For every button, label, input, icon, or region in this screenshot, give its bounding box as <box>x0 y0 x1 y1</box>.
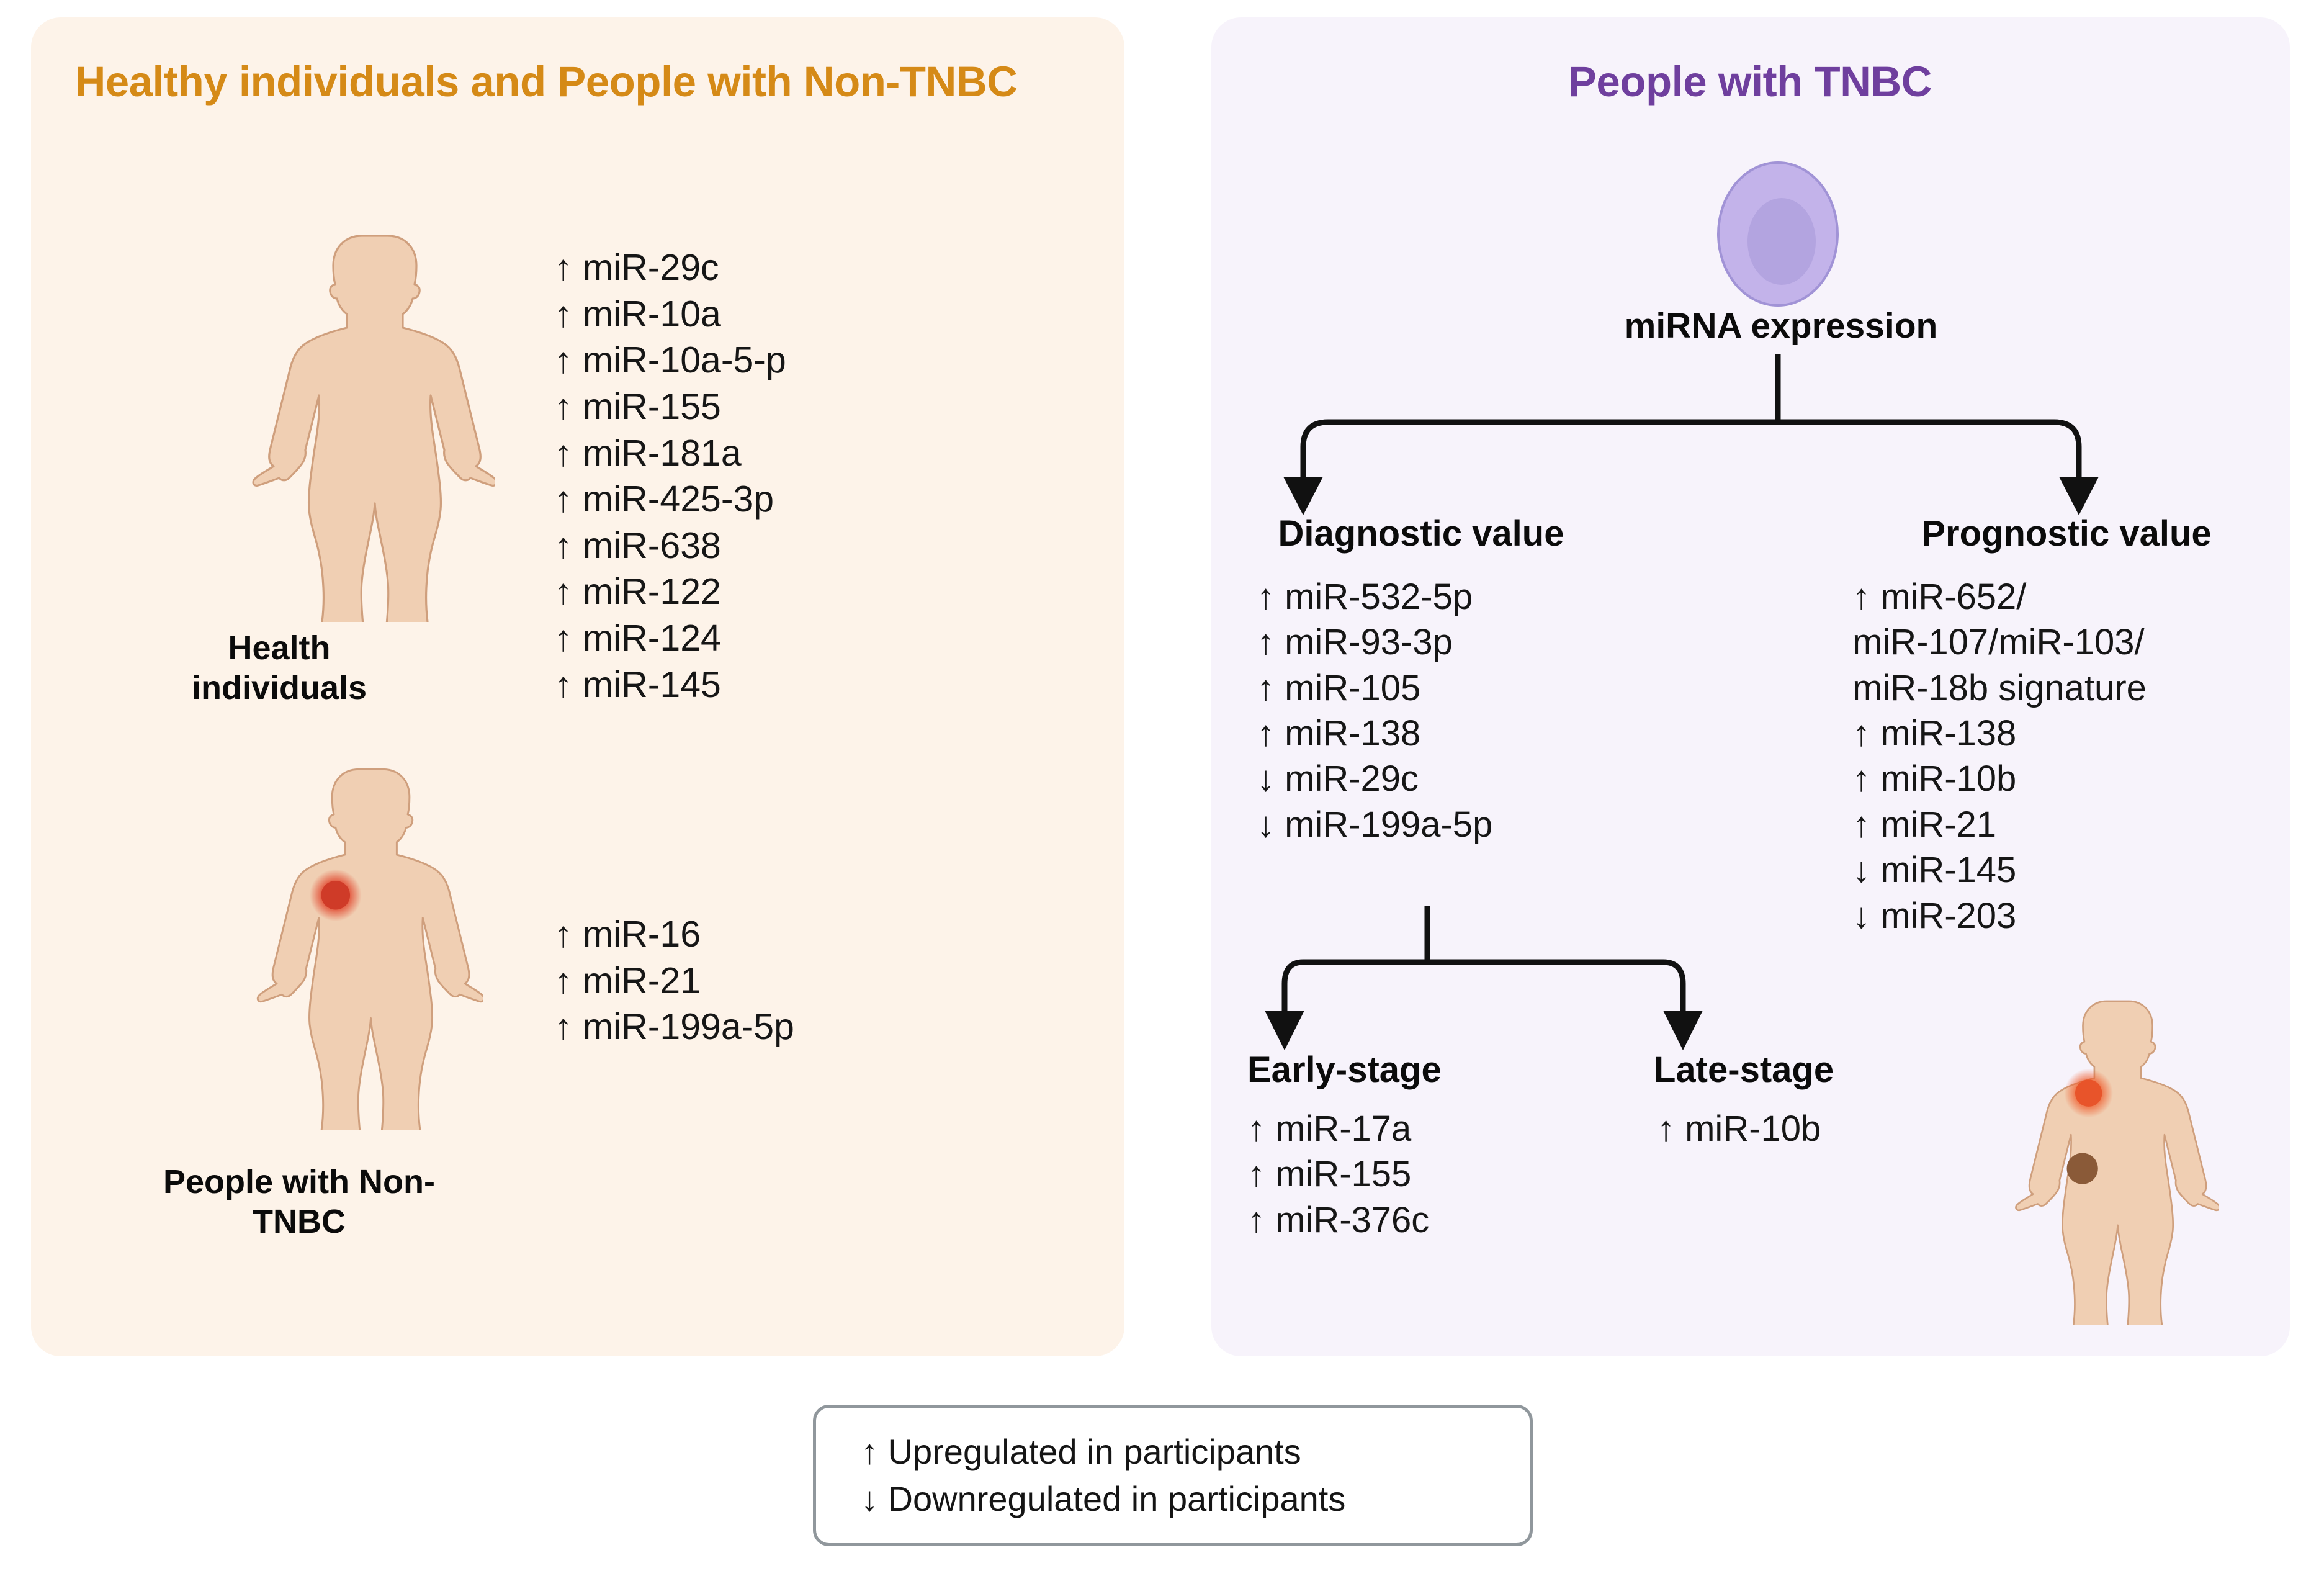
panel-left-title: Healthy individuals and People with Non-… <box>74 58 1018 106</box>
cell-nucleus <box>1747 198 1816 285</box>
non-tnbc-mirna-list: ↑ miR-16 ↑ miR-21 ↑ miR-199a-5p <box>554 914 794 1048</box>
healthy-individuals-caption: Health individuals <box>191 629 367 706</box>
healthy-individuals-mirna-list: ↑ miR-29c ↑ miR-10a ↑ miR-10a-5-p ↑ miR-… <box>554 247 786 705</box>
panel-right-title: People with TNBC <box>1568 58 1932 106</box>
prognostic-value-mirna-list: ↑ miR-652/ miR-107/miR-103/ miR-18b sign… <box>1852 577 2147 936</box>
tumor-marker-red <box>321 880 351 910</box>
mirna-expression-label: miRNA expression <box>1624 306 1938 346</box>
early-stage-heading-wrap: Early-stage <box>1247 1049 1508 1091</box>
legend-text: ↑ Upregulated in participants ↓ Downregu… <box>861 1431 1346 1518</box>
non-tnbc-caption-wrap: People with Non-TNBC <box>138 1163 460 1241</box>
diagnostic-value-mirna-list: ↑ miR-532-5p ↑ miR-93-3p ↑ miR-105 ↑ miR… <box>1257 577 1493 845</box>
early-stage-heading: Early-stage <box>1247 1050 1442 1090</box>
panel-healthy-and-non-tnbc <box>31 17 1124 1356</box>
late-stage-heading: Late-stage <box>1654 1050 1834 1090</box>
healthy-individuals-caption-wrap: Health individuals <box>177 629 382 708</box>
prognostic-value-heading: Prognostic value <box>1921 513 2212 554</box>
metastasis-marker-brown <box>2066 1153 2098 1184</box>
prognostic-value-heading-wrap: Prognostic value <box>1849 513 2284 555</box>
tnbc-body-icon <box>2015 1000 2219 1325</box>
late-stage-heading-wrap: Late-stage <box>1654 1049 1914 1091</box>
diagnostic-value-heading-wrap: Diagnostic value <box>1167 513 1676 555</box>
diagnostic-value-heading: Diagnostic value <box>1278 513 1564 554</box>
early-stage-mirna-list: ↑ miR-17a ↑ miR-155 ↑ miR-376c <box>1247 1109 1430 1240</box>
tumor-marker-red <box>2075 1079 2102 1107</box>
cell-with-nucleus-icon <box>1717 161 1839 307</box>
non-tnbc-caption: People with Non-TNBC <box>163 1163 435 1240</box>
non-tnbc-body-icon <box>256 768 483 1130</box>
healthy-individual-body-icon <box>252 235 495 622</box>
legend-box: ↑ Upregulated in participants ↓ Downregu… <box>813 1405 1533 1546</box>
mirna-expression-label-wrap: miRNA expression <box>1502 305 2060 347</box>
late-stage-mirna-list: ↑ miR-10b <box>1657 1109 1821 1149</box>
